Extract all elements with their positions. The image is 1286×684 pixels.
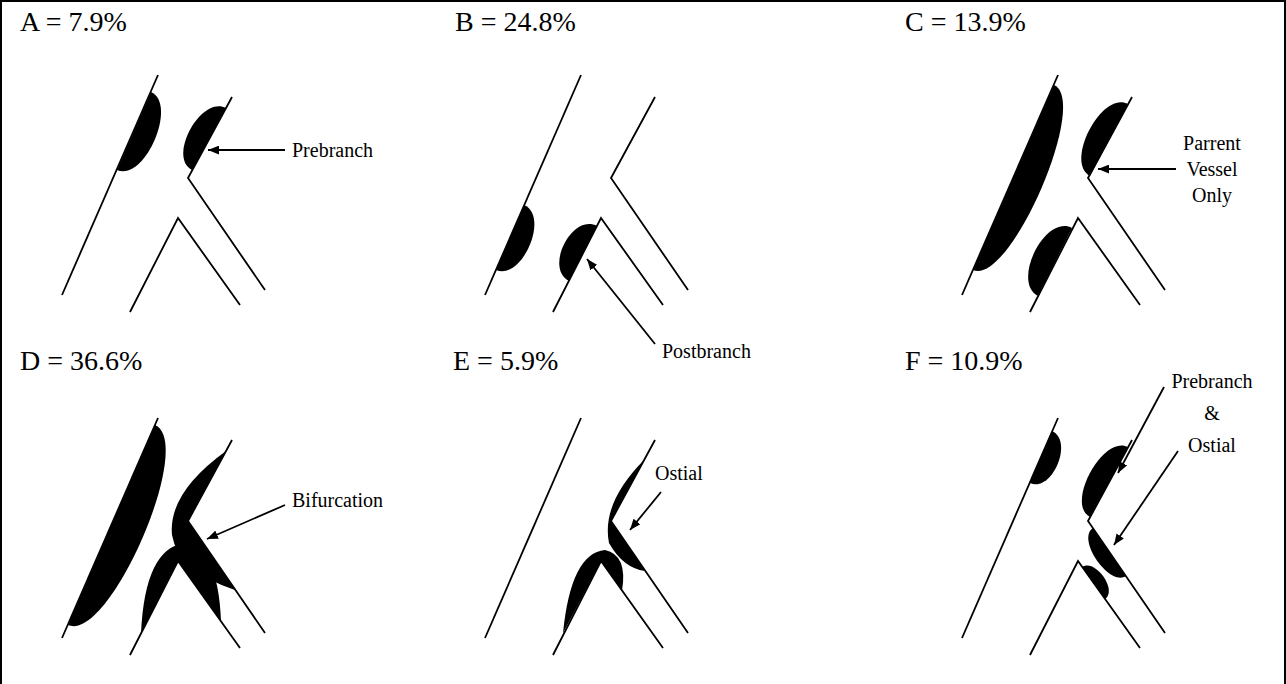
lesion-label: Prebranch	[292, 137, 373, 163]
lesion-label: Prebranch & Ostial	[1142, 365, 1282, 461]
vessel-outline	[485, 75, 688, 312]
plaque	[141, 543, 221, 633]
plaque	[496, 205, 534, 271]
lesion-label: Ostial	[655, 460, 703, 486]
panel-a-drawing	[62, 75, 265, 312]
leader-arrow	[1114, 451, 1178, 545]
panel-e-drawing	[485, 418, 688, 655]
plaque	[1082, 445, 1128, 517]
leader-arrow	[1098, 168, 1176, 170]
leader-arrow	[208, 149, 285, 151]
plaque	[1028, 226, 1072, 296]
panel-b-drawing	[485, 75, 688, 312]
panel-percentage: F = 10.9%	[905, 345, 1023, 377]
panel-percentage: D = 36.6%	[20, 345, 142, 377]
plaque	[559, 224, 597, 281]
leader-arrow	[207, 505, 285, 539]
plaque	[183, 106, 226, 170]
lesion-label: Parrent Vessel Only	[1142, 130, 1282, 208]
vessel-outline	[962, 75, 1165, 312]
plaque	[117, 92, 161, 171]
vessel-outline	[962, 418, 1165, 655]
panel-f-drawing	[962, 418, 1165, 655]
leader-arrow	[587, 259, 655, 344]
vessel-outline	[62, 418, 265, 655]
leader-arrow	[630, 492, 661, 530]
vessel-outline	[62, 75, 265, 312]
panel-percentage: E = 5.9%	[453, 345, 558, 377]
panel-percentage: C = 13.9%	[905, 6, 1026, 38]
panel-percentage: B = 24.8%	[455, 6, 576, 38]
lesion-label: Postbranch	[662, 338, 751, 364]
plaque	[1081, 102, 1128, 176]
lesion-label: Bifurcation	[292, 487, 383, 513]
leader-arrow	[1118, 387, 1164, 473]
plaque	[1030, 431, 1061, 484]
vessel-outline	[485, 418, 688, 655]
panel-c-drawing	[962, 75, 1165, 312]
panel-d-drawing	[62, 418, 265, 655]
plaque	[1082, 565, 1109, 599]
plaque	[563, 550, 623, 633]
panel-percentage: A = 7.9%	[20, 6, 127, 38]
